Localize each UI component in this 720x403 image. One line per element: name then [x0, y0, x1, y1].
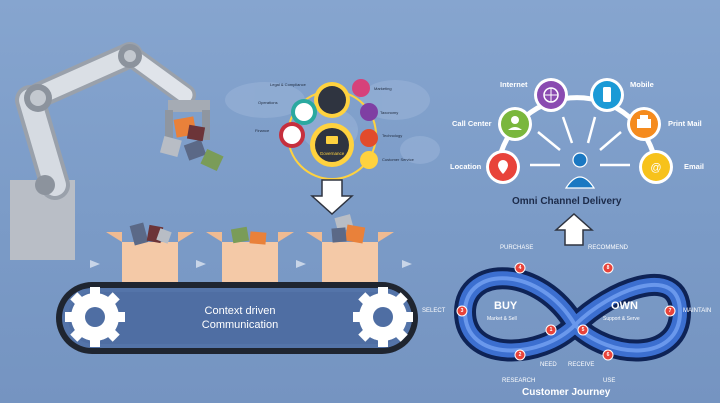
gov-label-customer-service: Customer Service: [382, 157, 414, 162]
stage-select: SELECT: [422, 308, 446, 314]
box-3: [306, 214, 394, 282]
conveyor-text: Context driven Communication: [170, 304, 310, 332]
conveyor-belt: [56, 282, 418, 354]
node-number-6: 6: [606, 352, 610, 358]
node-number-3: 3: [460, 308, 464, 314]
own-title: OWN: [611, 300, 638, 312]
buy-title: BUY: [494, 300, 518, 312]
channel-label-internet: Internet: [500, 80, 528, 89]
printer-icon: [637, 119, 651, 128]
node-number-5: 5: [581, 327, 585, 333]
box-2: [206, 226, 294, 282]
channel-label-mobile: Mobile: [630, 80, 654, 89]
node-number-4: 4: [518, 265, 522, 271]
gov-label-taxonomy: Taxonomy: [380, 110, 399, 115]
robot-arm: [10, 42, 210, 260]
gov-label-legal: Legal & Compliance: [270, 82, 306, 87]
journey-nodes: [456, 262, 676, 361]
stage-research: RESEARCH: [502, 378, 536, 384]
gripper-cubes: [159, 116, 224, 172]
down-arrow-icon: [310, 179, 354, 216]
gear-icon: [353, 287, 413, 347]
stage-use: USE: [603, 378, 616, 384]
own-subtitle: Support & Serve: [603, 316, 640, 322]
conveyor-boxes: [106, 214, 394, 282]
node-number-7: 7: [668, 308, 672, 314]
journey-title: Customer Journey: [522, 387, 611, 398]
conveyor-text-line2: Communication: [201, 319, 279, 331]
channel-arrows: [530, 116, 630, 167]
channel-label-email: Email: [684, 162, 705, 171]
gov-center-label: Governance: [319, 151, 345, 156]
governance-wheel: [279, 79, 378, 180]
user-icon: [564, 152, 596, 189]
call-center-icon: [511, 116, 519, 124]
channel-label-call-center: Call Center: [452, 119, 492, 128]
gov-label-marketing: Marketing: [374, 86, 392, 91]
stage-recommend: RECOMMEND: [588, 245, 628, 251]
channel-nodes: @: [486, 78, 673, 184]
omni-title: Omni Channel Delivery: [512, 196, 622, 207]
node-number-8: 8: [606, 265, 610, 271]
buy-subtitle: Market & Sell: [487, 316, 517, 322]
gov-label-operations: Operations: [258, 100, 278, 105]
stage-need: NEED: [540, 362, 557, 368]
email-at-icon: @: [650, 162, 661, 174]
gov-label-finance: Finance: [255, 128, 270, 133]
stage-purchase: PURCHASE: [500, 245, 534, 251]
channel-label-print-mail: Print Mail: [668, 119, 702, 128]
box-1: [106, 222, 194, 282]
stage-receive: RECEIVE: [568, 362, 595, 368]
stage-maintain: MAINTAIN: [683, 308, 712, 314]
gear-icon: [65, 287, 125, 347]
chevron-icons: [90, 260, 412, 268]
mobile-phone-icon: [603, 87, 611, 102]
node-number-1: 1: [549, 327, 553, 333]
gov-label-technology: Technology: [382, 133, 403, 138]
location-pin-icon: [498, 160, 508, 174]
conveyor-text-line1: Context driven: [204, 305, 276, 317]
channel-label-location: Location: [450, 162, 482, 171]
node-number-2: 2: [518, 352, 522, 358]
journey-loop: [453, 267, 692, 362]
up-arrow-icon: [554, 212, 594, 246]
